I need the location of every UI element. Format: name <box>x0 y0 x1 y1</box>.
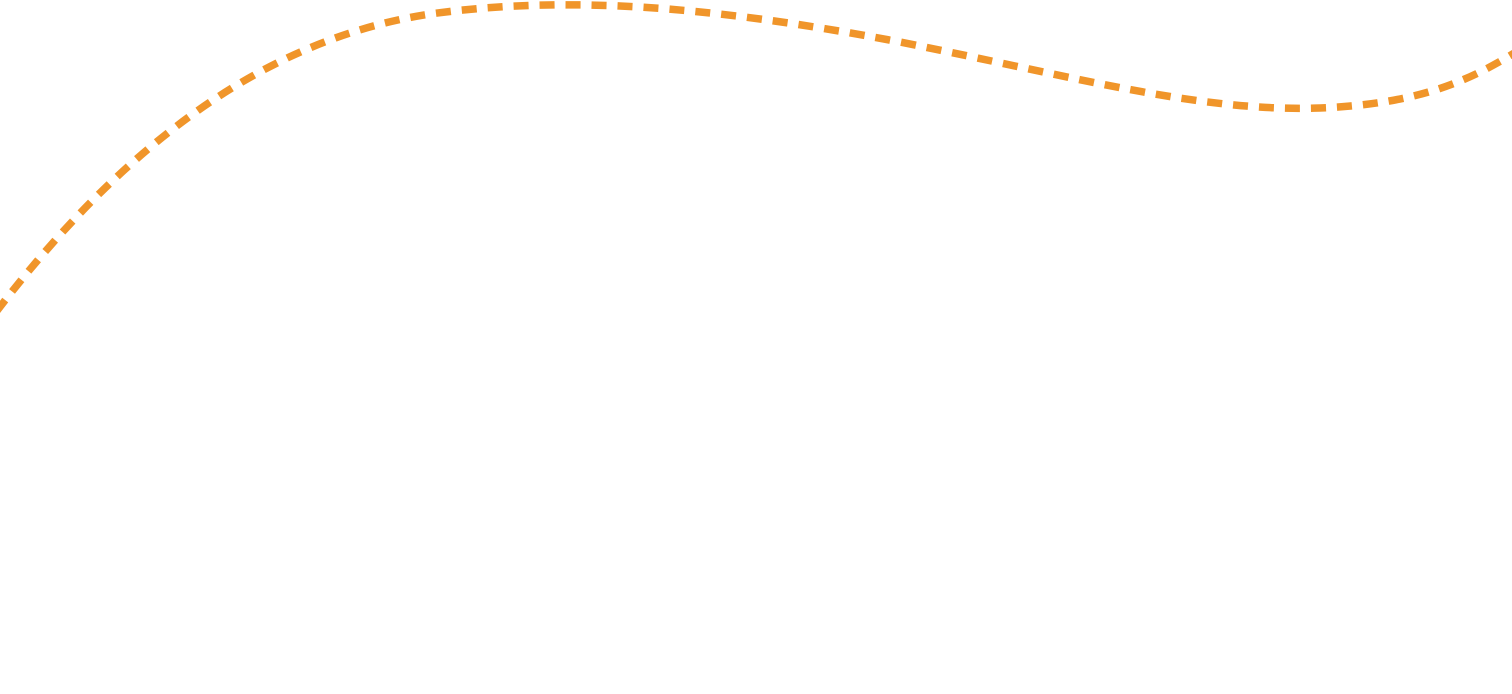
dashed-wave-line <box>0 1 1512 313</box>
